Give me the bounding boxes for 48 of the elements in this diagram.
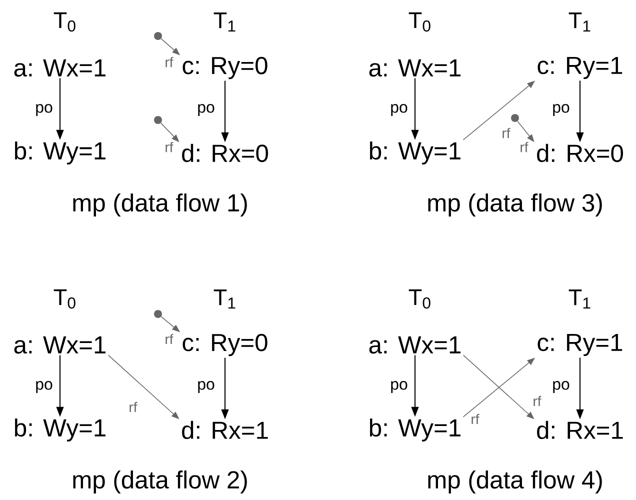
event-label: a: Wx=1 — [14, 59, 106, 77]
edge-label: po — [391, 104, 408, 116]
edge-label: rf — [166, 142, 174, 152]
thread-label: T$_{1}$ — [568, 12, 590, 32]
edge-label: po — [36, 104, 52, 116]
event-label: b: Wy=1 — [370, 142, 460, 164]
thread-label: T$_{0}$ — [408, 12, 430, 32]
thread-label: T$_{0}$ — [54, 289, 76, 309]
event-label: b: Wy=1 — [370, 418, 460, 442]
edge-label: rf — [520, 142, 528, 152]
panel-caption: mp (data flow 4) — [428, 470, 602, 494]
edge-label: po — [36, 381, 52, 393]
thread-label: T$_{0}$ — [54, 12, 76, 32]
event-label: c: Ry=0 — [182, 334, 268, 356]
edge-label: po — [198, 381, 214, 393]
dot — [511, 114, 519, 122]
event-label: c: Ry=0 — [182, 56, 268, 80]
panel-caption: mp (data flow 3) — [428, 194, 602, 216]
event-label: c: Ry=1 — [538, 334, 622, 356]
edge-label: rf — [534, 396, 542, 406]
event-label: d: Rx=1 — [182, 420, 268, 440]
edge-label: po — [553, 381, 570, 393]
dot — [154, 116, 162, 124]
edge-label: po — [553, 104, 570, 116]
edge-label: rf — [130, 402, 138, 412]
event-label: b: Wy=1 — [14, 418, 106, 442]
panel-caption: mp (data flow 2) — [73, 470, 247, 494]
thread-label: T$_{1}$ — [214, 289, 236, 309]
edge-label: po — [198, 104, 214, 116]
edge-label: rf — [472, 414, 480, 424]
dot — [154, 310, 162, 318]
thread-label: T$_{1}$ — [214, 12, 236, 32]
panel-caption: mp (data flow 1) — [73, 194, 247, 216]
event-label: a: Wx=1 — [369, 59, 461, 77]
edge-label: rf — [166, 334, 174, 344]
edge-label: rf — [166, 56, 174, 68]
dot — [154, 32, 162, 40]
thread-label: T$_{0}$ — [408, 289, 430, 309]
event-label: b: Wy=1 — [14, 142, 106, 164]
edge-label: po — [391, 381, 408, 393]
event-label: a: Wx=1 — [14, 336, 106, 354]
event-label: d: Rx=0 — [537, 144, 623, 162]
event-label: d: Rx=0 — [182, 144, 268, 162]
event-label: a: Wx=1 — [369, 336, 461, 354]
thread-label: T$_{1}$ — [568, 289, 590, 309]
edge-label: rf — [502, 128, 510, 138]
event-label: c: Ry=1 — [538, 56, 622, 80]
event-label: d: Rx=1 — [537, 420, 623, 440]
